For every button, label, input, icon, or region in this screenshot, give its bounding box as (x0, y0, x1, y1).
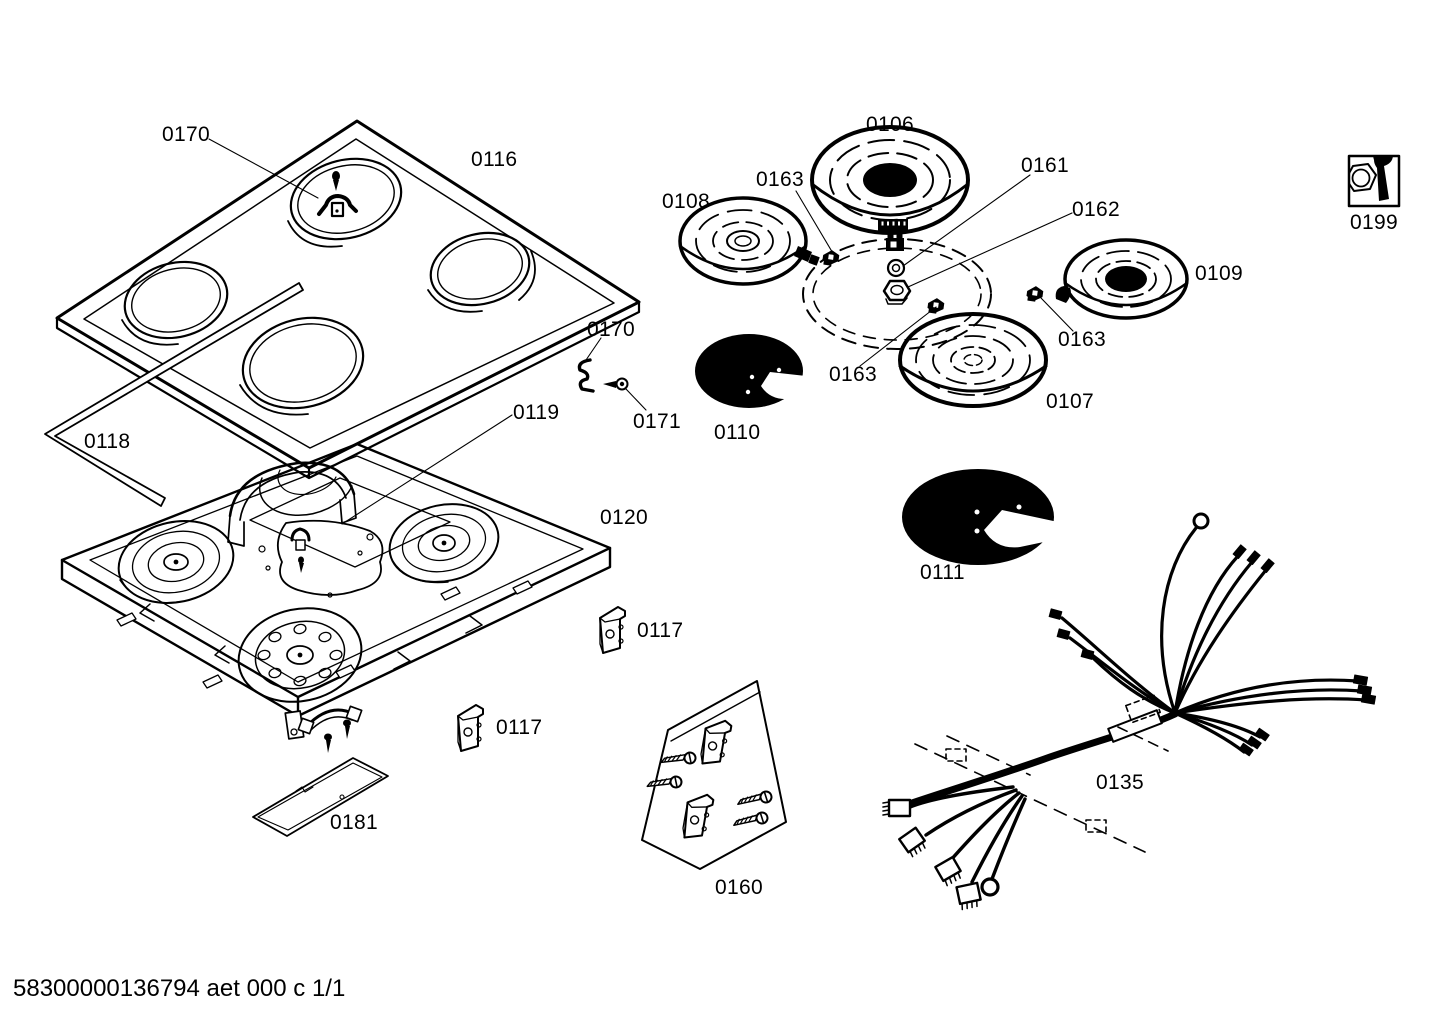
fixing-clip-0170-on-glass (317, 171, 358, 218)
callout-0117-lower: 0117 (496, 716, 543, 739)
screw-packet-0160 (641, 680, 787, 870)
hotplate-terminal-block (878, 219, 908, 232)
hex-nut-0162 (882, 279, 912, 305)
callout-0106: 0106 (866, 113, 914, 136)
hotplate-0106 (810, 125, 970, 251)
screw-0171 (603, 377, 629, 391)
callout-0181: 0181 (330, 811, 378, 834)
clamp-with-screws (297, 705, 363, 753)
mounting-bracket-0117-upper (599, 606, 626, 654)
callout-0109: 0109 (1195, 262, 1243, 285)
callout-0118: 0118 (84, 430, 131, 453)
document-code: 58300000136794 aet 000 c 1/1 (13, 975, 346, 1002)
harness-connector-b (898, 826, 926, 858)
callout-0111: 0111 (920, 561, 965, 584)
callout-0110: 0110 (714, 421, 761, 444)
callout-0170-mid: 0170 (587, 318, 635, 341)
shield-disc-0111 (902, 469, 1058, 565)
pan-recess-left (117, 520, 235, 604)
callout-0107: 0107 (1046, 390, 1094, 413)
callout-0171: 0171 (633, 410, 681, 433)
hotplate-0107 (898, 312, 1048, 408)
callout-0163-right: 0163 (1058, 328, 1106, 351)
seal-strip-0181 (252, 757, 389, 837)
callout-0161: 0161 (1021, 154, 1069, 177)
harness-connector-c (934, 855, 962, 887)
wiring-harness-0135 (882, 512, 1377, 911)
lower-pan-0120 (60, 442, 612, 753)
callout-0116: 0116 (471, 148, 518, 171)
fixing-clip-0170 (577, 358, 595, 393)
washer-0161 (886, 258, 906, 278)
pan-center-cutout (249, 477, 451, 598)
harness-connector-a (882, 798, 912, 818)
callout-0135: 0135 (1096, 771, 1144, 794)
callout-0119: 0119 (513, 401, 560, 424)
callout-0117-upper: 0117 (637, 619, 684, 642)
callout-0108: 0108 (662, 190, 710, 213)
mounting-bracket-0117-lower (457, 704, 484, 752)
callout-0162: 0162 (1072, 198, 1120, 221)
callout-0163-mid: 0163 (829, 363, 877, 386)
service-tool-box-0199 (1347, 154, 1401, 208)
shield-disc-0110 (695, 334, 806, 408)
phantom-panel-lines (914, 694, 1169, 853)
frame-strip-0118 (44, 282, 304, 507)
callout-0120: 0120 (600, 506, 648, 529)
hotplate-0108 (678, 196, 820, 286)
burner-opening-top (287, 157, 403, 248)
clip-0163-a (821, 248, 841, 267)
burner-opening-right (427, 231, 536, 313)
hex-nut-icon (1349, 163, 1377, 192)
leader-lines (208, 138, 1074, 525)
callout-0163-top: 0163 (756, 168, 804, 191)
support-bracket-0119 (227, 461, 357, 547)
harness-connector-d (955, 881, 982, 911)
burner-opening-bottom (239, 316, 365, 416)
wrench-icon (1373, 156, 1393, 201)
burner-opening-left (121, 260, 229, 346)
pan-recess-bottom (237, 607, 363, 703)
phantom-hotplate-outline (802, 238, 992, 350)
clip-0163-c (1025, 284, 1045, 303)
callout-0160: 0160 (715, 876, 763, 899)
glass-cooktop-0116 (55, 119, 641, 480)
hotplate-0109 (1055, 238, 1189, 320)
callout-0170-top: 0170 (162, 123, 210, 146)
callout-0199: 0199 (1350, 211, 1398, 234)
